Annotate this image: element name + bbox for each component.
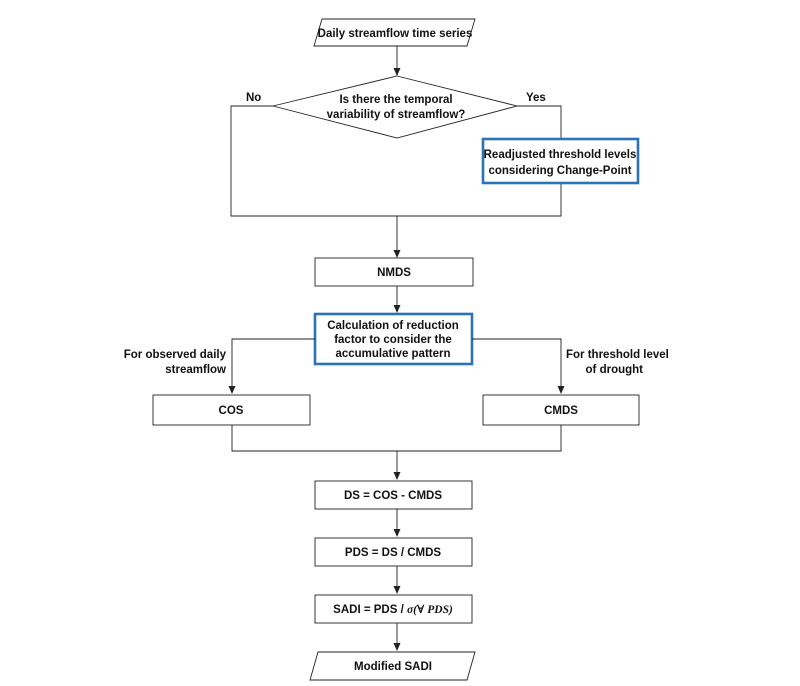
yes-branch-to-readjusted <box>517 105 562 138</box>
cos-label: COS <box>219 405 244 417</box>
cos-box <box>152 394 311 426</box>
cmds-box <box>482 394 640 426</box>
start-label: Daily streamflow time series <box>318 28 473 40</box>
merge-bottom-line <box>231 425 562 452</box>
right-branch-label-line1: For threshold level <box>566 349 669 361</box>
nmds-label: NMDS <box>377 267 411 279</box>
left-branch-line <box>228 338 315 394</box>
right-branch-label-line2: of drought <box>586 364 644 376</box>
readjusted-threshold-box <box>481 137 640 185</box>
nmds-box <box>314 257 474 287</box>
decision-diamond <box>272 75 519 139</box>
sadi-label: SADI = PDS / σ(∀ PDS) <box>333 604 453 616</box>
no-branch-line <box>230 105 397 217</box>
ds-label: DS = COS - CMDS <box>344 490 442 502</box>
end-label: Modified SADI <box>354 661 432 673</box>
readjusted-line2: considering Change-Point <box>488 165 631 177</box>
sadi-prefix: SADI = PDS / <box>333 604 407 616</box>
decision-label-line2: variability of streamflow? <box>327 109 466 121</box>
sadi-sigma: σ(∀ PDS) <box>407 604 453 616</box>
start-box <box>313 18 476 47</box>
sadi-box <box>314 594 473 624</box>
yes-label: Yes <box>526 92 546 104</box>
reduction-line1: Calculation of reduction <box>327 320 459 332</box>
pds-label: PDS = DS / CMDS <box>345 547 442 559</box>
ds-box <box>314 480 473 510</box>
left-branch-label-line1: For observed daily <box>124 349 227 361</box>
no-label: No <box>246 92 261 104</box>
decision-label-line1: Is there the temporal <box>339 94 452 106</box>
end-box <box>309 651 476 681</box>
cmds-label: CMDS <box>544 405 578 417</box>
reduction-line3: accumulative pattern <box>335 348 450 360</box>
readjusted-to-merge <box>397 183 562 217</box>
left-branch-label-line2: streamflow <box>165 364 226 376</box>
right-branch-line <box>472 338 565 394</box>
readjusted-line1: Readjusted threshold levels <box>484 149 637 161</box>
pds-box <box>314 537 473 567</box>
reduction-line2: factor to consider the <box>334 334 452 346</box>
reduction-factor-box <box>313 312 474 366</box>
